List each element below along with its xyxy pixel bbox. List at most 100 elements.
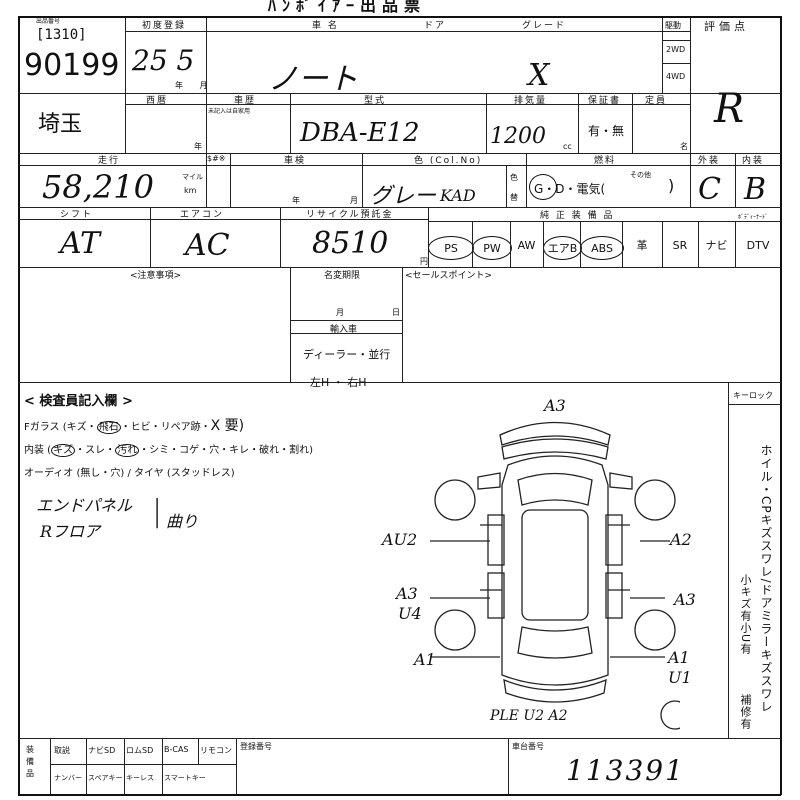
accessory-item: スマートキー: [164, 774, 206, 782]
accessory-item: キーレス: [126, 774, 154, 782]
frame-bottom: [18, 794, 781, 796]
model-code-header: 型式: [364, 96, 387, 106]
side-note-col1: ホイル・CPキズスワレ/ドアミラーキズスワレ: [758, 444, 775, 714]
hand-note-end-panel: エンドパネル: [36, 496, 133, 515]
warranty-header: 保証書: [588, 96, 622, 106]
recycle-unit: 円: [420, 257, 428, 266]
side-note-col2-a: 小キズ有: [739, 574, 752, 622]
score-value: R: [714, 86, 745, 132]
shaken-header: 車検: [284, 156, 307, 166]
frame-left: [18, 16, 20, 795]
form-title: ﾊﾝﾎﾞｲｱｰ出品票: [268, 0, 427, 15]
grade-value: X: [528, 58, 550, 93]
damage-right-rear: A1: [668, 648, 690, 667]
lot-header: 出品番号: [36, 18, 61, 25]
color-label-gae: 替: [510, 193, 518, 202]
chassis-value: 113391: [566, 754, 685, 787]
damage-right-mid: A3: [674, 590, 696, 609]
inspector-line3: オーディオ (無し・穴) / タイヤ (スタッドレス): [24, 468, 235, 479]
first-reg-header: 初度登録: [142, 21, 187, 31]
inspector-line2-circled1: キズ: [51, 444, 76, 457]
inspector-line1-prefix: Fガラス (キズ・: [24, 422, 97, 433]
shaken-month: 月: [350, 196, 358, 205]
frame-top: [18, 16, 781, 18]
lot-number: 90199: [24, 48, 120, 83]
damage-left-rear: A1: [414, 650, 436, 669]
equipment-last-header: ﾎﾞﾃﾞｨｰﾅｰﾄﾞ: [738, 214, 769, 221]
equipment-header: 純 正 装 備 品: [540, 211, 615, 221]
calendar-suffix: 年: [194, 142, 202, 151]
car-diagram: [430, 421, 680, 730]
row3-bottom: [18, 207, 781, 208]
inspector-line1-circled: 飛石: [96, 421, 121, 434]
displacement-value: 1200: [490, 124, 546, 149]
accessory-item: B-CAS: [164, 745, 189, 754]
equipment-item: PW: [472, 236, 512, 260]
inspector-line2-prefix: 内装 (: [24, 445, 52, 456]
side-note-col3: 補修有: [739, 694, 752, 730]
mileage-value: 58,210: [42, 168, 154, 206]
color-value: グレー: [370, 184, 437, 209]
aircon-header: エアコン: [180, 210, 225, 220]
inspection-note: 未記入は自家用: [208, 108, 251, 115]
inspector-line2-mid: ・スレ・: [75, 445, 116, 456]
side-note-col2: 小キズ有小U有: [737, 574, 753, 655]
frame-right: [780, 16, 782, 795]
equipment-item: PS: [428, 236, 474, 260]
inspector-line2-circled2: 汚れ: [115, 444, 140, 457]
equipment-item: DTV: [746, 238, 770, 252]
fuel-gas-circle: [529, 174, 557, 200]
accessories-top: [18, 738, 781, 739]
sales-point-header: <セールスポイント>: [405, 271, 493, 281]
import-header: 輸入車: [330, 325, 358, 335]
side-note-col1-b: スワレ/ドアミラーキズスワレ: [759, 539, 773, 714]
capacity-header: 定員: [645, 96, 668, 106]
accessory-item: リモコン: [200, 746, 232, 755]
drive-2wd: 2WD: [666, 45, 686, 54]
damage-left-front: AU2: [382, 530, 418, 549]
color-label-iro: 色: [510, 173, 518, 182]
model-name-header: 車 名: [312, 21, 339, 31]
fuel-other: その他: [630, 171, 651, 179]
inspector-header: < 検査員記入欄 >: [24, 394, 133, 409]
equipment-item: 革: [636, 239, 648, 252]
mileage-unit-km: km: [184, 186, 197, 195]
import-dealer: ディーラー・並行: [303, 348, 391, 361]
inspection-header: 車歴: [234, 96, 257, 106]
equipment-item: SR: [672, 238, 688, 252]
side-note-col1-a: ホイル・CPキズ: [759, 444, 773, 540]
displacement-header: 排気量: [514, 96, 548, 106]
accessory-item: ナンバー: [54, 774, 82, 782]
inspector-line1-mark: X 要): [210, 418, 245, 434]
equipment-item: ナビ: [705, 239, 728, 252]
accessory-item: 取説: [54, 746, 70, 755]
damage-right-rear2: U1: [668, 668, 692, 687]
damage-right-front: A2: [670, 530, 692, 549]
aircon-value: AC: [185, 228, 230, 263]
chassis-header: 車台番号: [512, 742, 544, 751]
model-code-value: DBA-E12: [300, 118, 420, 148]
fuel-header: 燃料: [594, 156, 617, 166]
model-name-value: ノート: [268, 62, 358, 97]
lot-bracket: [1310]: [36, 27, 87, 43]
accessory-item: ロムSD: [126, 746, 154, 755]
warranty-value: 有・無: [588, 124, 625, 138]
rename-month: 月: [336, 308, 344, 317]
exterior-value: C: [698, 172, 721, 207]
hand-note-r-floor: Rフロア: [40, 522, 101, 541]
recycle-value: 8510: [312, 226, 389, 261]
calendar-header: 西暦: [146, 96, 169, 106]
accessories-header: 装備品: [26, 744, 36, 780]
capacity-unit: 名: [680, 142, 688, 151]
rename-header: 名変期限: [324, 271, 361, 281]
shaken-sub: $#※: [207, 154, 226, 163]
displacement-unit: cc: [563, 142, 572, 151]
color-header: 色 (Col.No): [414, 156, 483, 166]
drive-header: 駆動: [665, 21, 681, 30]
row1-bottom: [18, 93, 781, 94]
recycle-header: リサイクル預託金: [306, 210, 394, 220]
doors-header: ドア: [424, 21, 447, 31]
damage-left-mid: A3: [396, 584, 418, 603]
mileage-header: 走行: [98, 156, 121, 166]
inspector-line2-suffix: ・シミ・コゲ・穴・キレ・破れ・割れ): [139, 445, 313, 456]
